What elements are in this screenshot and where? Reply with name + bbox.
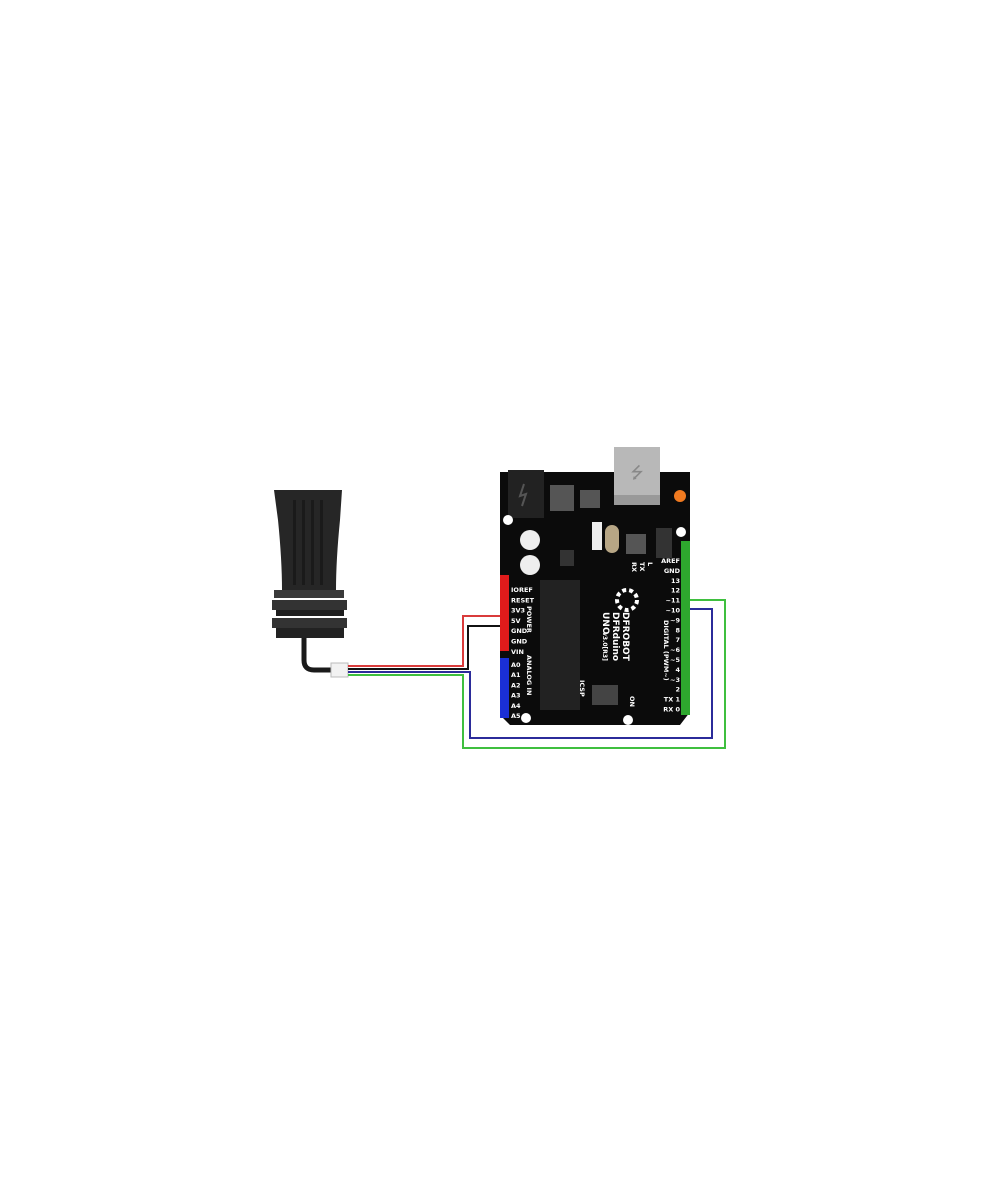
- brand-label: DFROBOT: [620, 612, 630, 662]
- pin-label: TX 1: [664, 696, 681, 704]
- wire-black: [348, 625, 506, 670]
- on-label: ON: [628, 696, 636, 707]
- pin-label: GND: [664, 567, 681, 575]
- digital-label: DIGITAL (PWM~): [662, 620, 670, 681]
- pin-label: ~9: [670, 616, 680, 624]
- pin-label: A1: [511, 671, 521, 679]
- pin-label: RESET: [511, 596, 535, 604]
- digital-header: [681, 541, 690, 715]
- pin-label: 12: [671, 587, 680, 595]
- power-label: POWER: [525, 606, 533, 633]
- microcontroller: [540, 580, 580, 710]
- rx-led-label: RX: [630, 562, 638, 572]
- sensor: [272, 490, 349, 678]
- icsp-header: [592, 685, 618, 705]
- tx-led-label: TX: [638, 562, 646, 571]
- pin-label: VIN: [511, 648, 524, 656]
- analog-header: [500, 658, 509, 718]
- pin-label: 7: [675, 636, 680, 644]
- pin-label: A3: [511, 692, 521, 700]
- pin-label: ~3: [670, 676, 680, 684]
- board-version: v3.0[R3]: [601, 632, 608, 661]
- pin-label: ~10: [666, 607, 681, 615]
- pin-label: ~6: [670, 646, 680, 654]
- pin-label: IOREF: [511, 586, 533, 594]
- pin-label: 13: [671, 577, 680, 585]
- board-name: DFRduino: [610, 612, 620, 661]
- pin-label: 3V3: [511, 607, 525, 615]
- pin-label: A5: [511, 712, 521, 720]
- pin-label: ~5: [670, 656, 680, 664]
- pin-label: A0: [511, 661, 521, 669]
- reset-button: [674, 490, 686, 502]
- pin-label: RX 0: [663, 706, 680, 714]
- analog-label: ANALOG IN: [525, 655, 533, 695]
- pin-label: 8: [675, 626, 680, 634]
- arduino-board: ⭍ DFROBOT DFRduino UNO v3.0[R3] DIGITAL …: [500, 447, 690, 725]
- pin-label: ~11: [666, 597, 681, 605]
- l-led-label: L: [646, 562, 654, 566]
- pin-label: GND: [511, 627, 528, 635]
- pin-label: GND: [511, 638, 528, 646]
- pin-label: A4: [511, 702, 521, 710]
- pin-label: 4: [675, 666, 680, 674]
- connector: [330, 662, 349, 678]
- icsp-label: ICSP: [578, 680, 586, 697]
- wire-red: [348, 615, 506, 667]
- usb-icon: ⭍: [630, 463, 643, 482]
- pin-label: 5V: [511, 617, 521, 625]
- pin-label: 2: [675, 686, 680, 694]
- wire-green: [348, 599, 726, 749]
- power-header: [500, 575, 509, 651]
- wire-blue: [348, 608, 713, 739]
- pin-label: AREF: [661, 557, 680, 565]
- board-model: UNO: [600, 612, 610, 635]
- pin-label: A2: [511, 681, 521, 689]
